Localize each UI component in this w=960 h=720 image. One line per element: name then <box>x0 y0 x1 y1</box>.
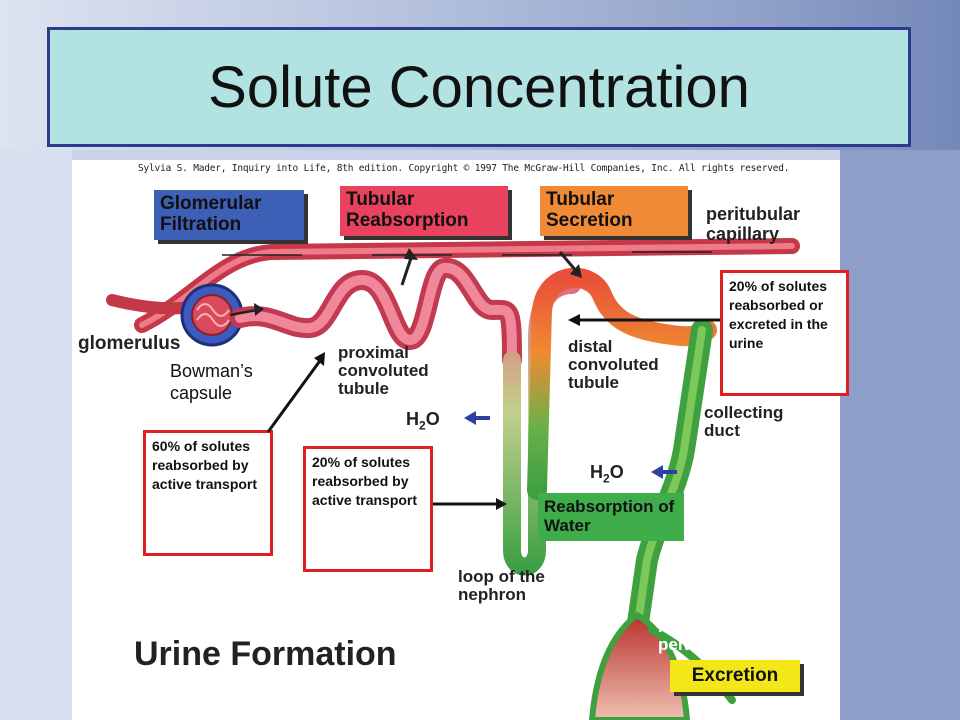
reabsorption-of-water-box: Reabsorption of Water <box>538 493 684 541</box>
label-distal-tubule: distal convoluted tubule <box>568 337 659 392</box>
callout-proximal: 60% of solutes reabsorbed by active tran… <box>143 430 273 556</box>
label-peritubular-capillary: peritubular capillary <box>706 204 801 244</box>
reabsorption-arrow <box>400 254 414 286</box>
label-bowmans-capsule: Bowman’s capsule <box>170 361 253 403</box>
stage-tubular-secretion: Tubular Secretion <box>540 186 688 236</box>
label-loop-of-nephron: loop of the nephron <box>458 567 545 604</box>
secretion-arrow <box>558 251 579 273</box>
label-glomerulus: glomerulus <box>78 333 181 354</box>
stage-glomerular-filtration: Glomerular Filtration <box>154 190 304 240</box>
label-proximal-tubule: proximal convoluted tubule <box>338 343 429 398</box>
stage-tubular-reabsorption: Tubular Reabsorption <box>340 186 508 236</box>
urine-formation-figure: Sylvia S. Mader, Inquiry into Life, 8th … <box>72 160 840 720</box>
label-urine-formation: Urine Formation <box>134 635 397 673</box>
excretion-box: Excretion <box>670 660 800 692</box>
label-collecting-duct: collecting duct <box>704 403 784 440</box>
callout-loop: 20% of solutes reabsorbed by active tran… <box>303 446 433 572</box>
label-renal-pelvis: renal pelvis <box>658 617 707 654</box>
title-banner: Solute Concentration <box>47 27 911 147</box>
nephron-illustration <box>106 238 800 720</box>
label-h2o-2: H2O <box>590 462 624 486</box>
label-h2o-1: H2O <box>406 409 440 433</box>
callout-distal: 20% of solutes reabsorbed or excreted in… <box>720 270 849 396</box>
slide-title: Solute Concentration <box>208 54 750 120</box>
figure-credit: Sylvia S. Mader, Inquiry into Life, 8th … <box>138 163 790 174</box>
